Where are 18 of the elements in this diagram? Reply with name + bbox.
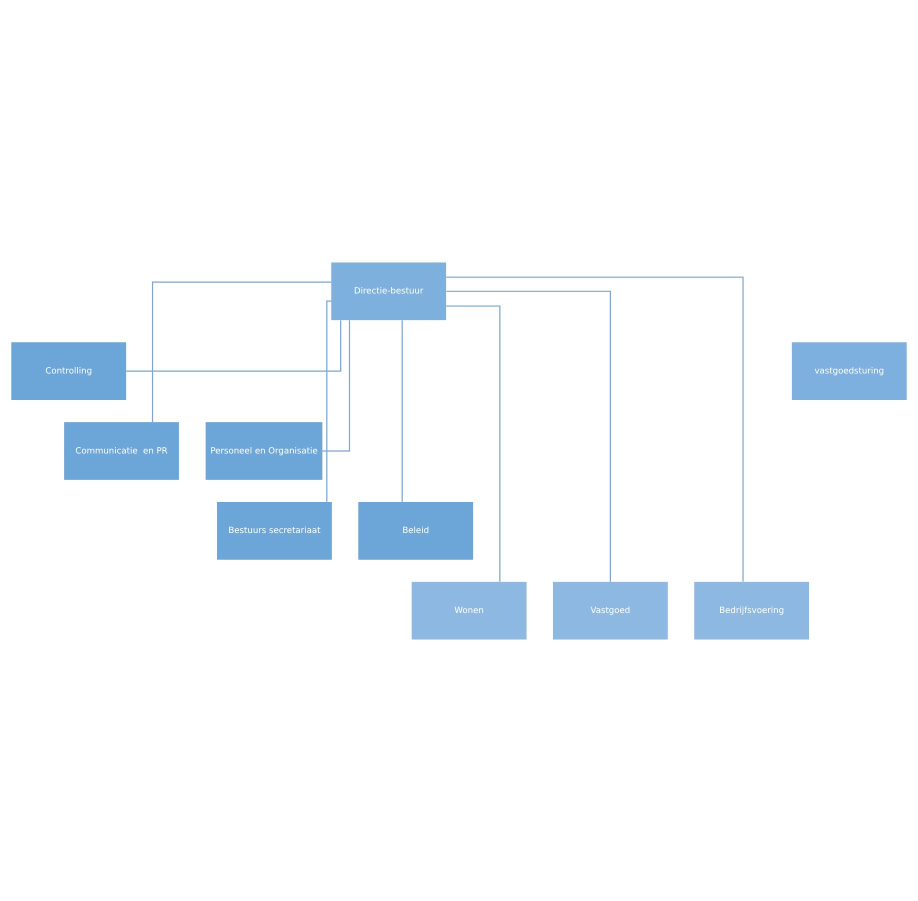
connector: [126, 320, 342, 372]
node-box: Communicatie en PR: [64, 422, 179, 480]
node-box: Beleid: [358, 501, 474, 560]
connector: [446, 304, 500, 582]
connector: [446, 276, 744, 582]
connector: [322, 320, 350, 452]
connector: [402, 320, 403, 502]
node-box: Vastgoed: [552, 581, 668, 640]
connector: [326, 300, 332, 502]
node-box: Personeel en Organisatie: [206, 422, 322, 480]
connector: [152, 281, 332, 422]
node-box: Directie-bestuur: [331, 262, 446, 320]
node-box: vastgoedsturing: [792, 342, 907, 400]
node-box: Bestuurs secretariaat: [217, 501, 332, 560]
node-box: Bedrijfsvoering: [694, 581, 810, 640]
connector: [446, 290, 611, 582]
node-box: Controlling: [11, 342, 126, 400]
node-box: Wonen: [412, 581, 527, 640]
